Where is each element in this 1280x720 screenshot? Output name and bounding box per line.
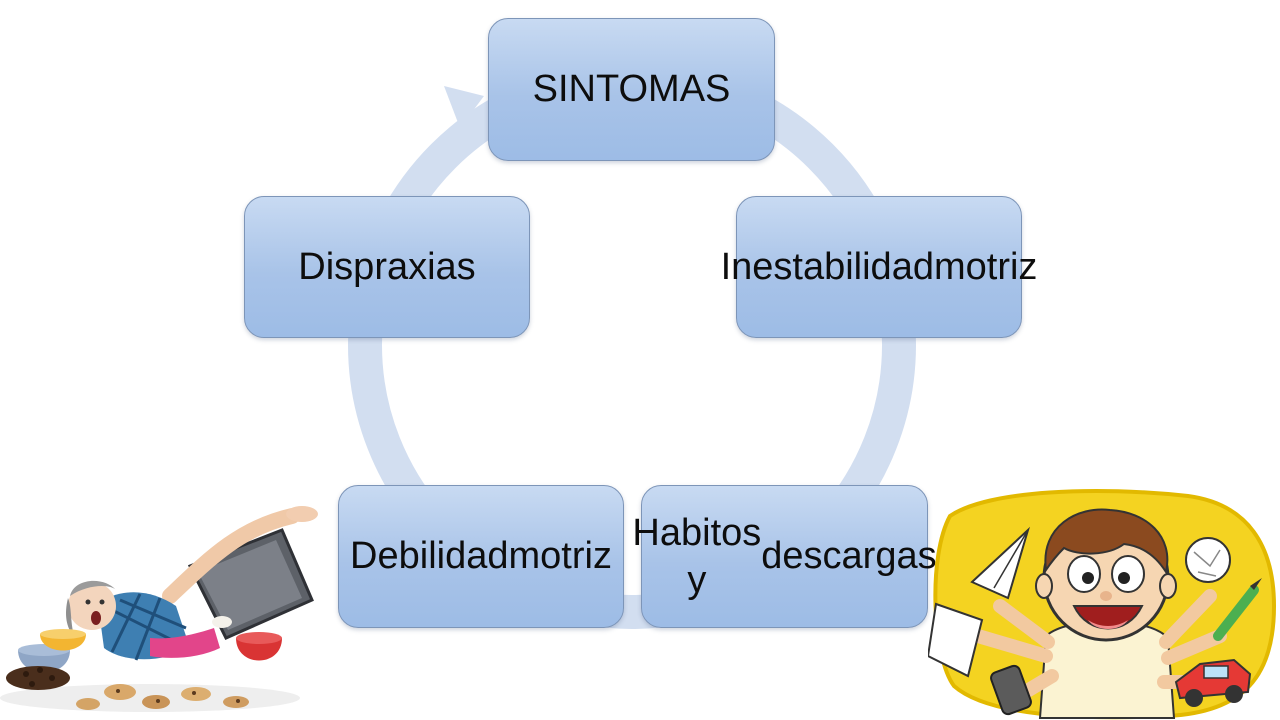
node-inestabilidad-line-1: Inestabilidad	[720, 245, 934, 288]
node-sintomas: SINTOMAS	[488, 18, 775, 161]
node-dispraxias: Dispraxias	[244, 196, 530, 338]
node-dispraxias-line-1: Dispraxias	[298, 245, 476, 288]
node-habitos-line-1: Habitos y	[632, 512, 762, 601]
node-sintomas-line-1: SINTOMAS	[532, 68, 731, 111]
node-habitos-line-2: descargas	[761, 535, 937, 578]
node-inestabilidad-motriz: Inestabilidad motriz	[721, 196, 1037, 338]
node-debilidad-line-2: motriz	[508, 535, 612, 578]
node-inestabilidad-line-2: motriz	[933, 245, 1038, 288]
node-debilidad-motriz: Debilidad motriz	[338, 485, 624, 628]
hyperactive-boy-cartoon-image	[928, 488, 1277, 720]
cycle-arrowhead-icon	[444, 86, 484, 128]
child-falling-kitchen-image	[0, 506, 318, 712]
node-habitos-y-descargas: Habitos y descargas	[632, 485, 937, 628]
node-debilidad-line-1: Debilidad	[350, 535, 509, 578]
